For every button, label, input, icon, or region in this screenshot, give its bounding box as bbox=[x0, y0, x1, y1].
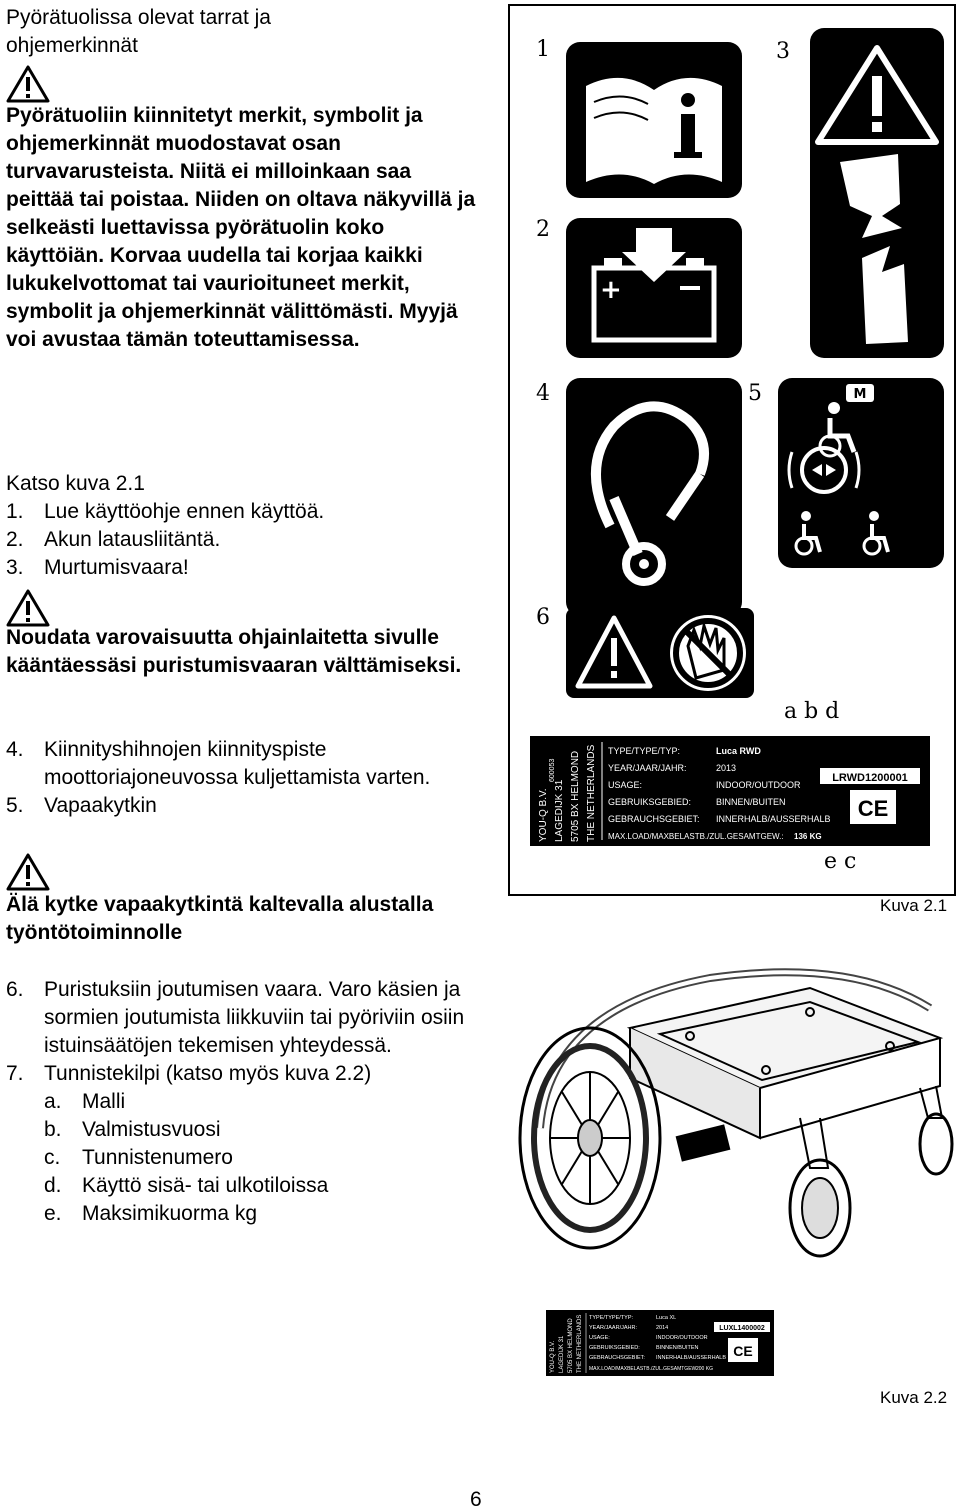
plate-row-label: YEAR/JAAR/JAHR: bbox=[589, 1325, 637, 1331]
list-item: 6.Puristuksiin joutumisen vaara. Varo kä… bbox=[6, 978, 465, 1057]
freewheel-icon: M bbox=[778, 378, 944, 568]
battery-charging-icon: + bbox=[566, 218, 742, 358]
sticker-label-6: 6 bbox=[536, 605, 550, 630]
plate-row-value: 136 KG bbox=[794, 832, 822, 841]
freewheel-badge: M bbox=[854, 387, 867, 402]
ce-mark: CE bbox=[858, 796, 889, 821]
page-heading: Pyörätuolissa olevat tarrat ja ohjemerki… bbox=[6, 6, 271, 57]
plate-side-1: YOU-Q B.V. bbox=[550, 1341, 556, 1373]
plate-side-4: THE NETHERLANDS bbox=[577, 1315, 583, 1373]
list-item: c.Tunnistenumero bbox=[44, 1146, 233, 1169]
warning-labels-text: Pyörätuoliin kiinnitetyt merkit, symboli… bbox=[6, 104, 476, 351]
identification-plate-small: YOU-Q B.V. LAGEDIJK 31 5705 BX HELMOND T… bbox=[546, 1310, 774, 1376]
warning-triangle-icon bbox=[6, 65, 50, 103]
list-item: a.Malli bbox=[44, 1090, 126, 1113]
page-number: 6 bbox=[470, 1488, 482, 1511]
sticker-list-c: 6.Puristuksiin joutumisen vaara. Varo kä… bbox=[6, 976, 476, 1228]
plate-row-value: Luca RWD bbox=[716, 746, 761, 756]
tie-down-hook-icon bbox=[566, 378, 742, 616]
sticker-list-b: 4.Kiinnityshihnojen kiinnityspiste moott… bbox=[6, 736, 476, 820]
figure-stickers: 1 3 2 4 5 6 7 + bbox=[508, 4, 956, 896]
plate-row-value: INNERHALB/AUSSERHALB bbox=[716, 814, 831, 824]
sticker-label-5: 5 bbox=[748, 381, 762, 406]
sticker-label-3: 3 bbox=[776, 39, 790, 64]
sticker-label-4: 4 bbox=[536, 381, 550, 406]
breakage-warning-icon bbox=[810, 28, 944, 358]
plate-side-3: 5705 BX HELMOND bbox=[568, 1318, 574, 1373]
plate-letters-bottom: e c bbox=[824, 849, 856, 874]
sticker-list-a: 1.Lue käyttöohje ennen käyttöä. 2.Akun l… bbox=[6, 498, 476, 582]
plate-side-2: LAGEDIJK 31 bbox=[559, 1335, 565, 1373]
list-item: 5.Vapaakytkin bbox=[6, 794, 157, 817]
plate-letters-top: a b d bbox=[784, 699, 839, 724]
plate-row-value: INDOOR/OUTDOOR bbox=[716, 780, 801, 790]
identification-plate: YOU-Q B.V. LAGEDIJK 31 5705 BX HELMOND T… bbox=[530, 736, 930, 846]
plate-row-label: GEBRUIKSGEBIED: bbox=[589, 1345, 640, 1351]
plate-row-label: YEAR/JAAR/JAHR: bbox=[608, 763, 687, 773]
ce-mark: CE bbox=[733, 1343, 752, 1359]
plate-row-value: 200 KG bbox=[696, 1366, 713, 1372]
plate-row-label: MAX.LOAD/MAXBELASTB./ZUL.GESAMTGEW.: bbox=[589, 1366, 699, 1372]
list-item: 4.Kiinnityshihnojen kiinnityspiste moott… bbox=[6, 738, 431, 789]
plate-row-value: 2013 bbox=[716, 763, 736, 773]
list-item: 7.Tunnistekilpi (katso myös kuva 2.2) bbox=[6, 1062, 372, 1085]
plate-row-label: MAX.LOAD/MAXBELASTB./ZUL.GESAMTGEW.: bbox=[608, 832, 784, 841]
wheelchair-base-drawing bbox=[518, 968, 954, 1258]
warning-freewheel-text: Älä kytke vapaakytkintä kaltevalla alust… bbox=[6, 893, 434, 944]
plate-row-label: TYPE/TYPE/TYP: bbox=[608, 746, 680, 756]
warning-triangle-icon bbox=[6, 589, 50, 627]
warning-controller-text: Noudata varovaisuutta ohjainlaitetta siv… bbox=[6, 626, 462, 677]
plate-row-label: USAGE: bbox=[608, 780, 642, 790]
plate-code: 600053 bbox=[549, 759, 556, 782]
list-item: d.Käyttö sisä- tai ulkotiloissa bbox=[44, 1174, 329, 1197]
plate-row-label: GEBRAUCHSGEBIET: bbox=[608, 814, 700, 824]
plate-side-3: 5705 BX HELMOND bbox=[570, 751, 581, 842]
pinch-hazard-icon bbox=[566, 608, 754, 698]
plate-serial: LUXL1400002 bbox=[719, 1325, 765, 1332]
figure2-caption: Kuva 2.2 bbox=[880, 1388, 948, 1407]
warning-triangle-icon bbox=[6, 853, 50, 891]
read-manual-icon bbox=[566, 42, 742, 198]
see-figure-text: Katso kuva 2.1 bbox=[6, 472, 145, 495]
plate-row-value: INDOOR/OUTDOOR bbox=[656, 1335, 708, 1341]
plate-row-label: GEBRUIKSGEBIED: bbox=[608, 797, 691, 807]
list-item: 3.Murtumisvaara! bbox=[6, 556, 189, 579]
plate-row-value: BINNEN/BUITEN bbox=[716, 797, 786, 807]
plate-side-4: THE NETHERLANDS bbox=[586, 744, 597, 842]
list-item: 2.Akun latausliitäntä. bbox=[6, 528, 221, 551]
svg-text:+: + bbox=[600, 275, 622, 305]
plate-row-label: TYPE/TYPE/TYP: bbox=[589, 1315, 633, 1321]
plate-side-2: LAGEDIJK 31 bbox=[554, 779, 565, 842]
plate-row-label: USAGE: bbox=[589, 1335, 610, 1341]
figure1-caption: Kuva 2.1 bbox=[880, 896, 948, 915]
plate-side-1: YOU-Q B.V. bbox=[538, 788, 549, 842]
plate-row-label: GEBRAUCHSGEBIET: bbox=[589, 1355, 645, 1361]
list-item: 1.Lue käyttöohje ennen käyttöä. bbox=[6, 500, 325, 523]
list-item: b.Valmistusvuosi bbox=[44, 1118, 221, 1141]
plate-row-value: INNERHALB/AUSSERHALB bbox=[656, 1355, 726, 1361]
list-item: e.Maksimikuorma kg bbox=[44, 1202, 258, 1225]
sticker-label-2: 2 bbox=[536, 217, 550, 242]
sticker-label-1: 1 bbox=[536, 37, 550, 62]
plate-serial: LRWD1200001 bbox=[832, 772, 908, 784]
plate-row-value: Luca XL bbox=[656, 1315, 676, 1321]
plate-row-value: 2014 bbox=[656, 1325, 668, 1331]
plate-row-value: BINNEN/BUITEN bbox=[656, 1345, 699, 1351]
